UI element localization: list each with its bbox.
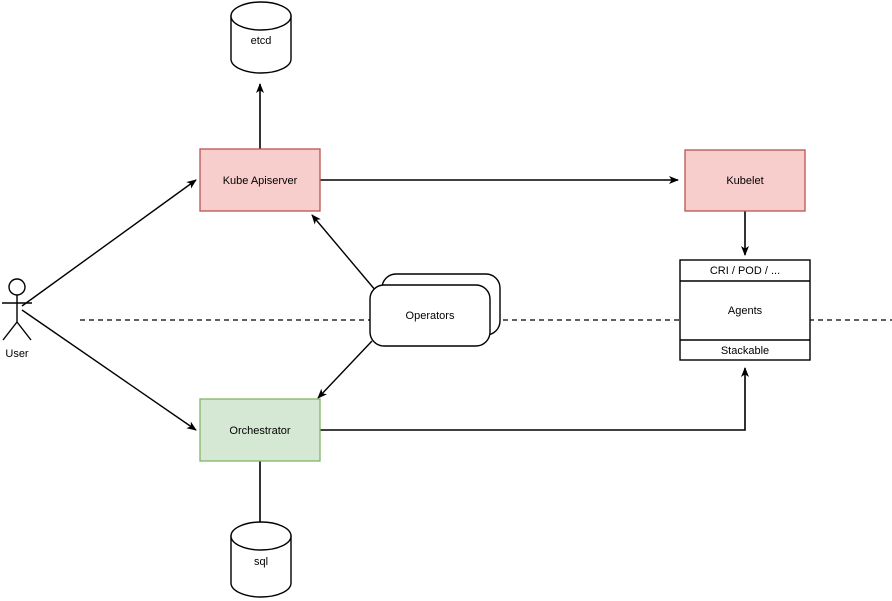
etcd-label: etcd: [251, 35, 272, 47]
sql-cylinder-top: [230, 521, 292, 551]
edge-user-to-orchestrator: [21, 309, 197, 431]
edge-user-to-kube-apiserver: [21, 179, 197, 307]
edge-orchestrator-to-stackable: [320, 367, 749, 431]
etcd-cylinder-body: [230, 15, 292, 74]
sql-cylinder-body: [230, 535, 292, 598]
agents-stack-body-label: Agents: [728, 305, 763, 317]
kube-apiserver-box: [199, 148, 321, 212]
user-head-icon: [8, 278, 26, 296]
node-etcd[interactable]: etcd: [230, 1, 292, 74]
node-kube-apiserver[interactable]: Kube Apiserver: [199, 148, 321, 212]
node-user-actor[interactable]: User: [2, 278, 32, 360]
user-label: User: [5, 348, 29, 360]
node-operators[interactable]: Operators: [369, 273, 501, 347]
node-orchestrator[interactable]: Orchestrator: [199, 398, 321, 462]
operators-label: Operators: [406, 310, 455, 322]
kubelet-box: [684, 149, 806, 212]
node-kubelet[interactable]: Kubelet: [684, 149, 806, 212]
orchestrator-box: [199, 398, 321, 462]
orchestrator-label: Orchestrator: [229, 425, 290, 437]
node-sql[interactable]: sql: [230, 521, 292, 598]
edge-operators-to-kube-apiserver: [311, 214, 377, 292]
node-agents-stack[interactable]: CRI / POD / ... Agents Stackable: [679, 259, 811, 361]
agents-stack-footer-label: Stackable: [721, 345, 769, 357]
agents-stack-header-label: CRI / POD / ...: [710, 265, 780, 277]
edge-operators-to-orchestrator: [317, 340, 373, 399]
kube-apiserver-label: Kube Apiserver: [223, 175, 298, 187]
operators-front-card: [369, 284, 491, 347]
etcd-cylinder-top: [230, 1, 292, 31]
user-right-leg-line: [16, 321, 32, 341]
agents-stack-outer-box: [679, 259, 811, 361]
user-left-leg-line: [2, 321, 18, 341]
sql-label: sql: [254, 556, 268, 568]
kubelet-label: Kubelet: [726, 175, 763, 187]
